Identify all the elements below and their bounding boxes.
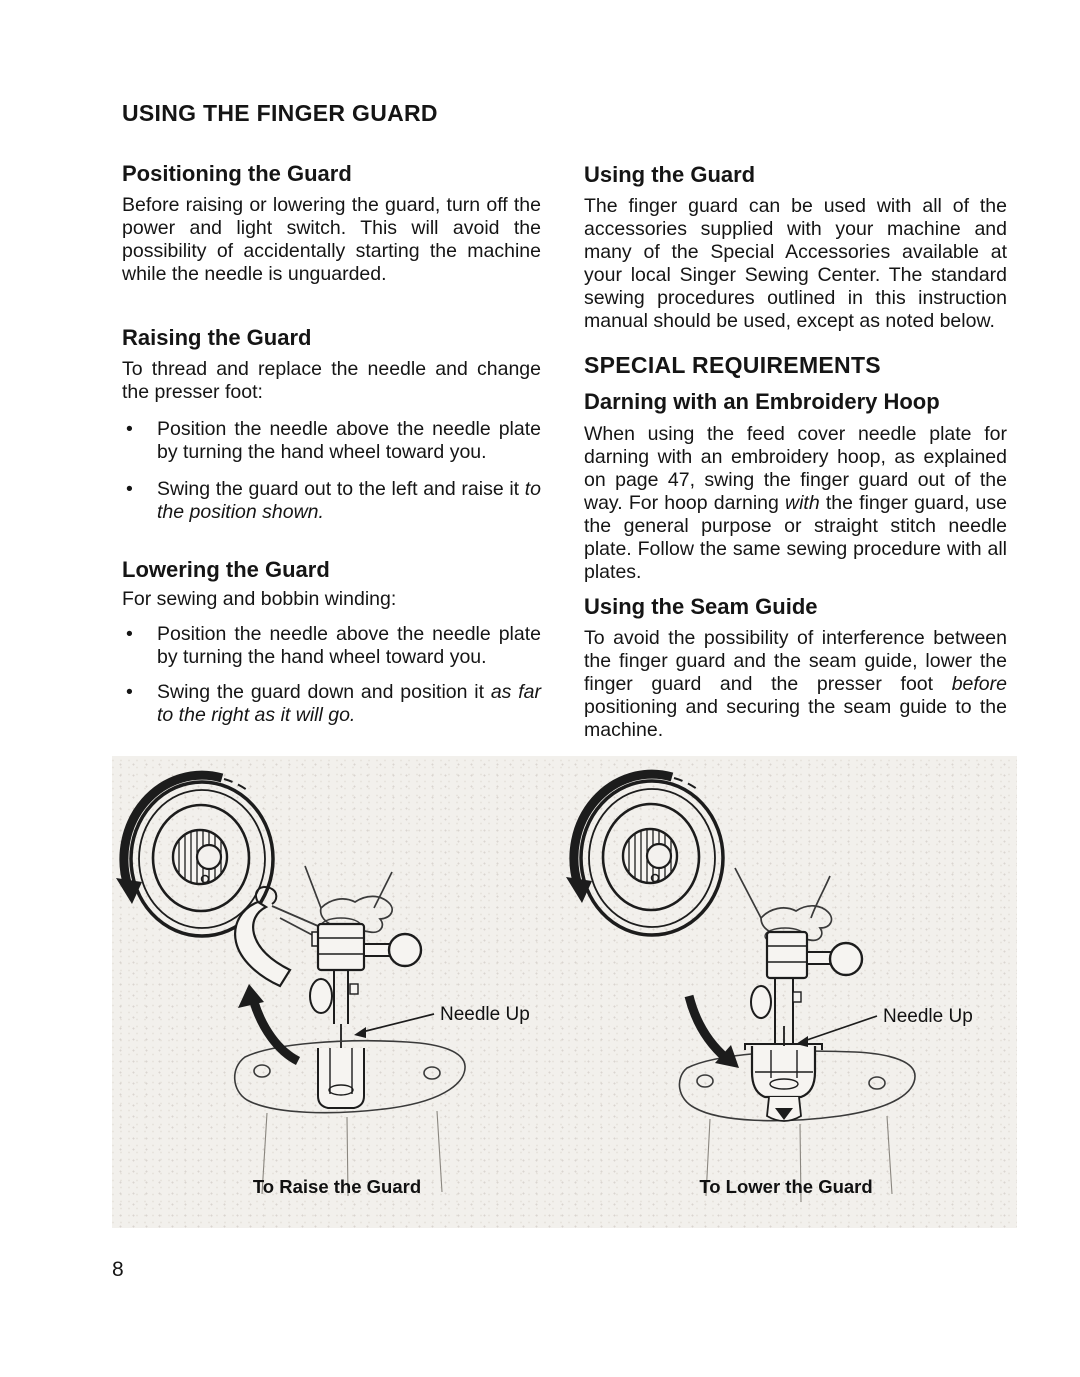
- figure-raise-guard: Needle Up To Raise the Guard: [116, 770, 530, 1197]
- bullet-marker: •: [126, 418, 133, 440]
- needle-plate-illustration: [233, 1039, 466, 1197]
- figure-caption: To Lower the Guard: [699, 1176, 872, 1197]
- bullet-item: • Position the needle above the needle p…: [122, 623, 541, 669]
- bullet-text: Position the needle above the needle pla…: [157, 418, 541, 463]
- bullet-text: Swing the guard down and position it as …: [157, 681, 541, 727]
- presser-foot-illustration: [317, 1048, 365, 1109]
- bullet-item: • Swing the guard out to the left and ra…: [122, 478, 541, 524]
- paragraph-seam-guide: To avoid the possibility of interference…: [584, 627, 1007, 742]
- foot-notch: [775, 1108, 793, 1120]
- heading-using-seam-guide: Using the Seam Guide: [584, 594, 818, 619]
- raise-arrow-icon: [238, 984, 301, 1066]
- hand-wheel-icon: [579, 779, 725, 937]
- bullet-text: Position the needle above the needle pla…: [157, 623, 541, 668]
- bullet-text-normal: Swing the guard out to the left and rais…: [157, 478, 525, 500]
- figure-lower-guard: Needle Up To Lower the Guard: [566, 769, 973, 1203]
- needle-clamp-illustration: [750, 930, 864, 1045]
- turn-arrow-icon: [116, 770, 248, 904]
- heading-using-guard: Using the Guard: [584, 162, 756, 187]
- paragraph-text: the finger guard, use the general purpos…: [584, 492, 1007, 583]
- heading-positioning-guard: Positioning the Guard: [122, 161, 352, 186]
- paragraph-text-italic: before: [951, 673, 1007, 695]
- paragraph-lowering-intro: For sewing and bobbin winding:: [122, 588, 397, 610]
- heading-lowering-guard: Lowering the Guard: [122, 557, 330, 582]
- bullet-item: • Swing the guard down and position it a…: [122, 681, 541, 727]
- finger-guard-lowered: [744, 1043, 823, 1122]
- needle-up-pointer: [796, 1015, 878, 1047]
- section-heading-using-finger-guard: USING THE FINGER GUARD: [122, 100, 438, 126]
- paragraph-text: When using the feed cover needle plate f…: [584, 423, 1007, 514]
- right-column: Using the Guard The finger guard can be …: [584, 163, 1007, 742]
- paragraph-positioning: Before raising or lowering the guard, tu…: [122, 194, 541, 285]
- needle-up-pointer: [354, 1013, 435, 1038]
- finger-guard-raised: [234, 886, 319, 988]
- bullet-item: • Position the needle above the needle p…: [122, 418, 541, 464]
- section-heading-special-requirements: SPECIAL REQUIREMENTS: [584, 352, 881, 378]
- bullet-text-italic: as far to the right as it will go.: [157, 681, 541, 726]
- bullet-marker: •: [126, 478, 133, 500]
- turn-arrow-icon: [566, 769, 698, 903]
- bullet-marker: •: [126, 623, 133, 645]
- paragraph-text: To avoid the possibility of interference…: [584, 627, 1007, 695]
- needle-up-label: Needle Up: [883, 1006, 973, 1027]
- hand-wheel-icon: [129, 780, 275, 938]
- illustration-band: Needle Up To Raise the Guard: [112, 756, 1017, 1228]
- heading-darning-hoop: Darning with an Embroidery Hoop: [584, 389, 940, 414]
- bullet-text-italic: to the position shown.: [157, 478, 541, 523]
- bullet-marker: •: [126, 681, 133, 703]
- paragraph-using-guard: The finger guard can be used with all of…: [584, 195, 1007, 332]
- page-number: 8: [112, 1258, 124, 1281]
- needle-up-label: Needle Up: [440, 1004, 530, 1025]
- heading-raising-guard: Raising the Guard: [122, 325, 312, 350]
- lower-arrow-icon: [684, 994, 739, 1068]
- left-column: USING THE FINGER GUARD Positioning the G…: [122, 101, 541, 727]
- bullet-text-normal: Swing the guard down and position it: [157, 681, 491, 703]
- paragraph-text: positioning and securing the seam guide …: [584, 696, 1007, 741]
- paragraph-text-italic: with: [785, 492, 820, 514]
- paragraph-raising-intro: To thread and replace the needle and cha…: [122, 358, 541, 403]
- paragraph-darning: When using the feed cover needle plate f…: [584, 423, 1007, 584]
- bullet-text: Swing the guard out to the left and rais…: [157, 478, 541, 524]
- figure-caption: To Raise the Guard: [253, 1176, 421, 1197]
- needle-clamp-illustration: [309, 922, 423, 1024]
